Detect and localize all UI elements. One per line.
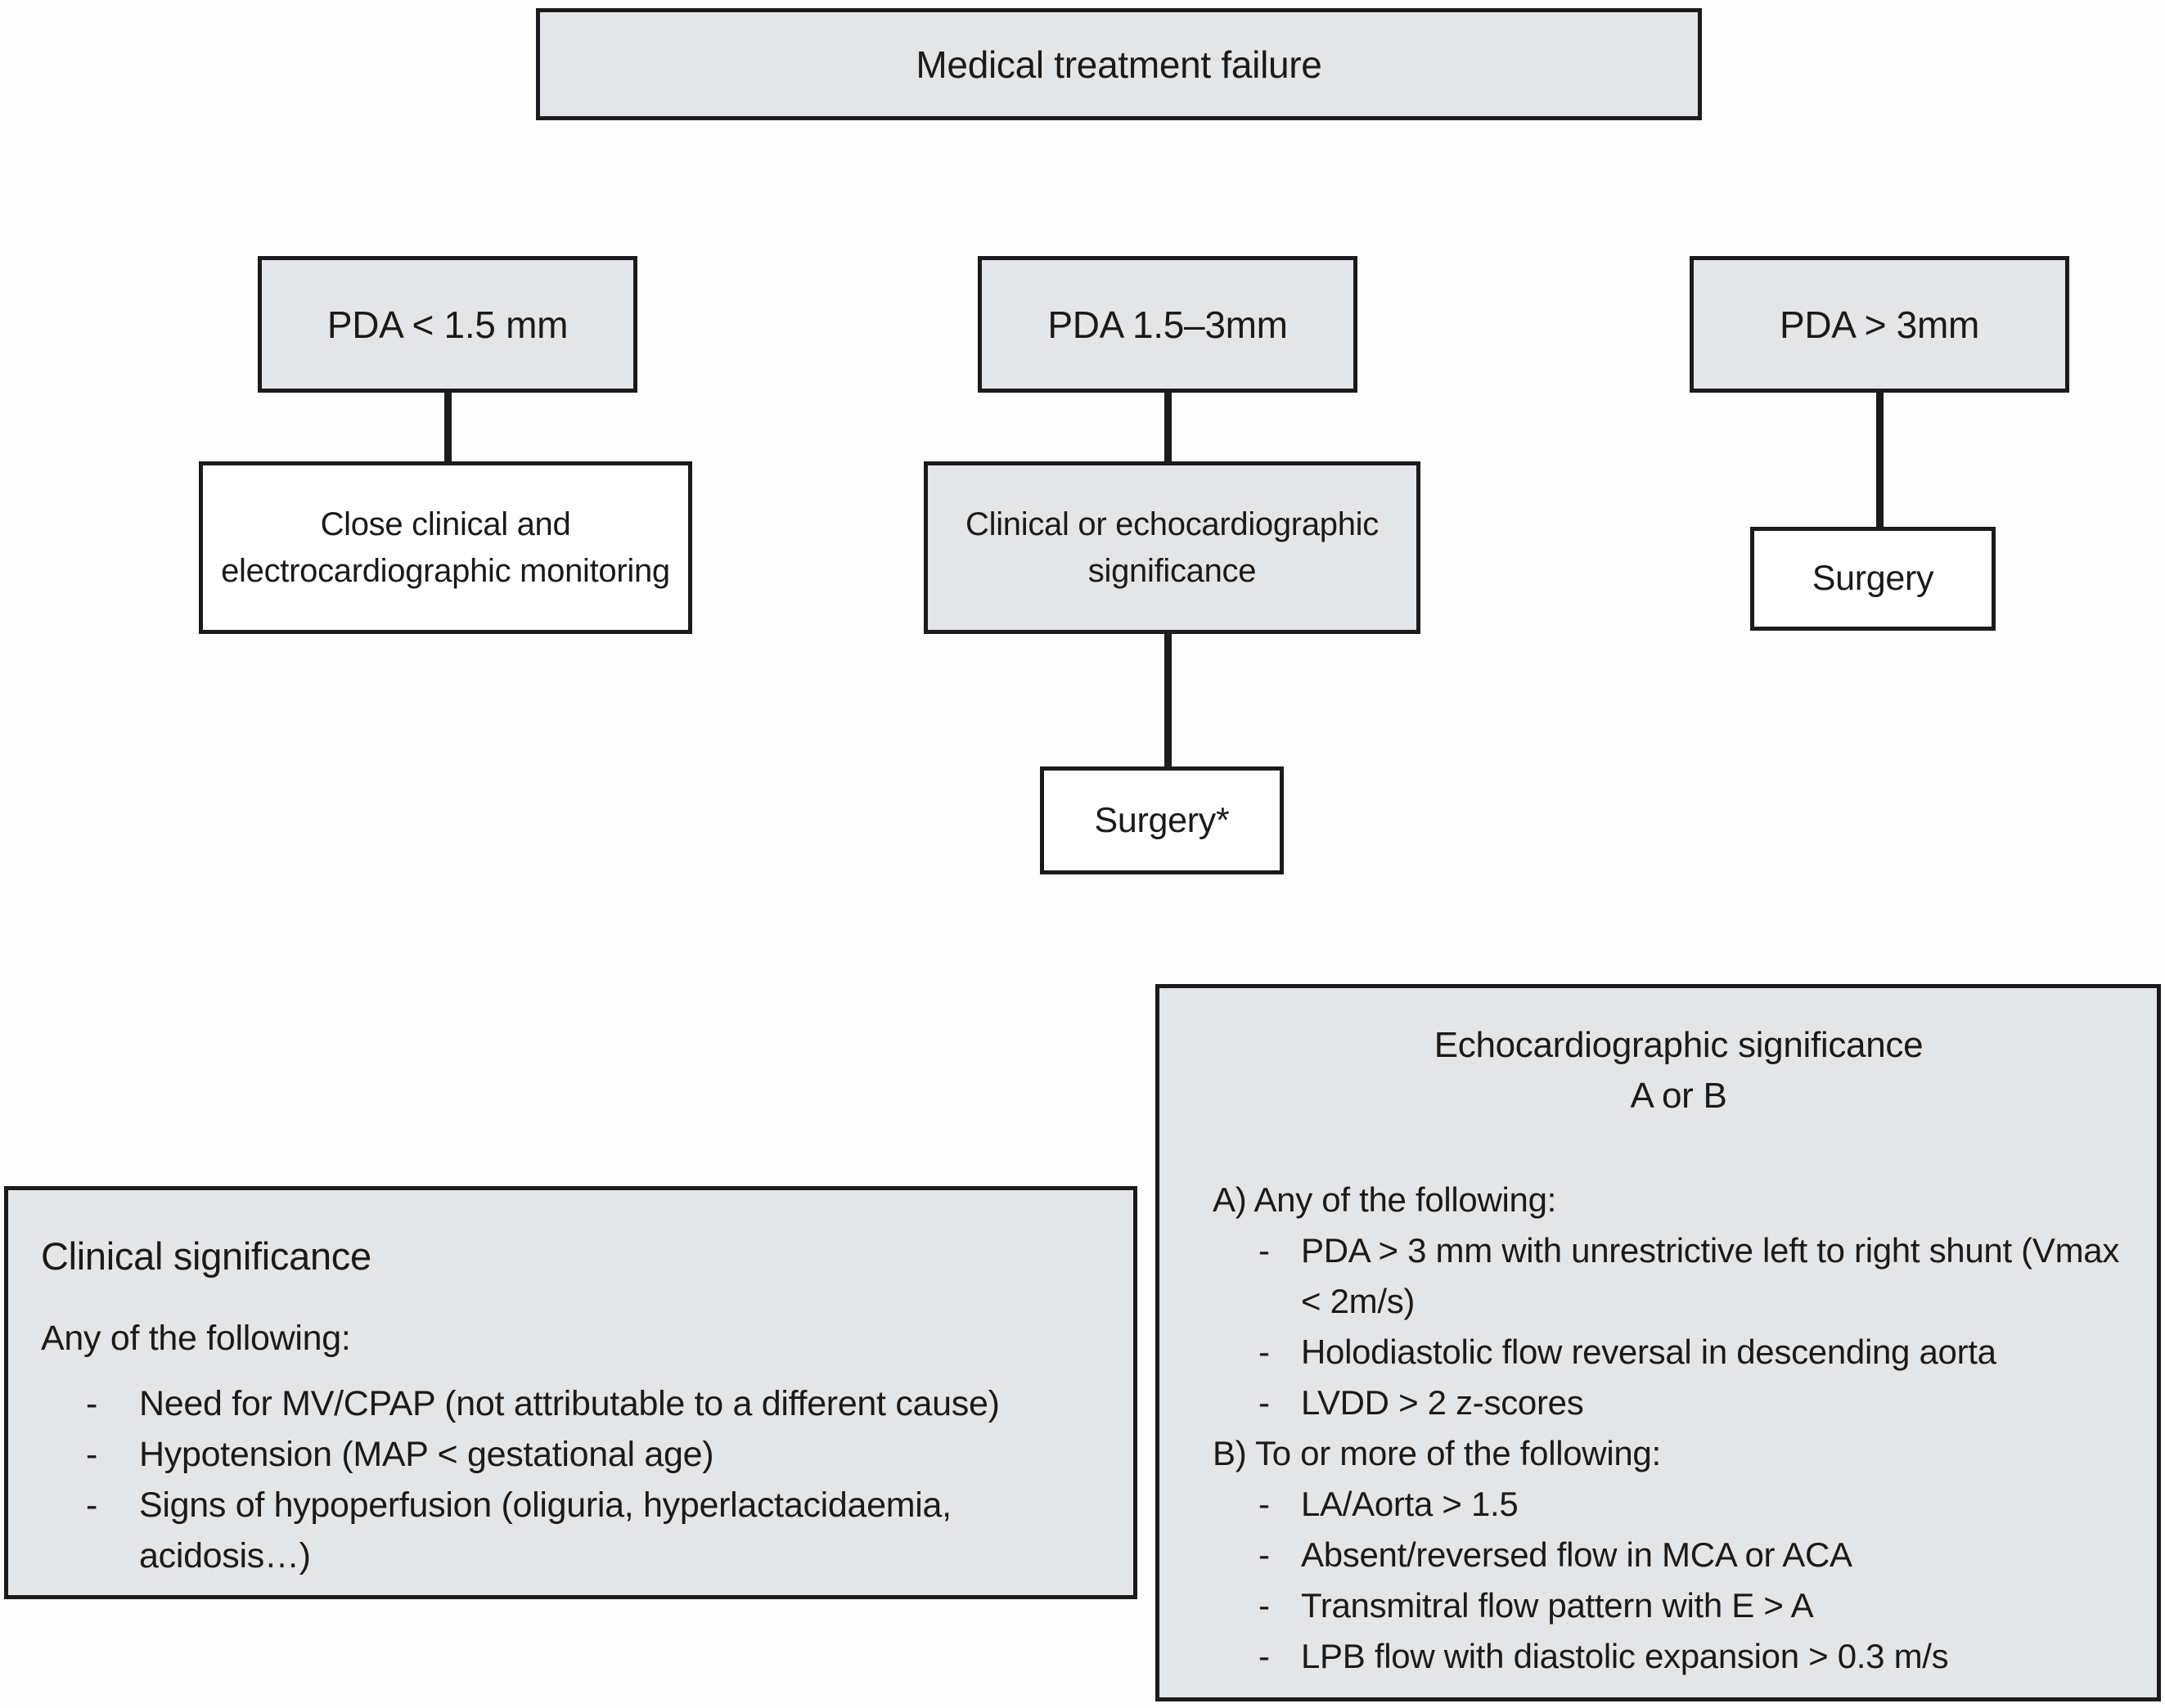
node-pda-greater-3mm: PDA > 3mm <box>1690 256 2069 393</box>
node-label: Close clinical and electrocardiographic … <box>221 506 670 589</box>
bullet-text: PDA > 3 mm with unrestrictive left to ri… <box>1301 1231 2120 1320</box>
section-b-heading: B) To or more of the following: <box>1213 1434 1661 1472</box>
bullet-list: - Need for MV/CPAP (not attributable to … <box>41 1378 1121 1581</box>
bullet-dash: - <box>1258 1231 1270 1270</box>
panel-title: Clinical significance <box>41 1234 371 1278</box>
node-close-monitoring: Close clinical and electrocardiographic … <box>199 461 692 634</box>
node-surgery: Surgery <box>1750 527 1996 631</box>
node-clinical-or-echo-significance: Clinical or echocardiographic significan… <box>924 461 1420 634</box>
node-surgery-star: Surgery* <box>1040 766 1284 874</box>
bullet-item: - Hypotension (MAP < gestational age) <box>41 1429 1121 1480</box>
section-b: B) To or more of the following: - LA/Aor… <box>1213 1428 2145 1682</box>
node-label: PDA < 1.5 mm <box>326 303 569 346</box>
bullet-item: - LPB flow with diastolic expansion > 0.… <box>1213 1631 2145 1682</box>
clinical-significance-panel: Clinical significance Any of the followi… <box>4 1186 1137 1599</box>
node-label: Medical treatment failure <box>916 43 1322 86</box>
bullet-item: - Absent/reversed flow in MCA or ACA <box>1213 1530 2145 1580</box>
bullet-text: Absent/reversed flow in MCA or ACA <box>1301 1535 1852 1574</box>
connector-pda-mid-to-decision <box>1164 390 1172 465</box>
bullet-item: - Transmitral flow pattern with E > A <box>1213 1580 2145 1631</box>
bullet-dash: - <box>1258 1383 1270 1422</box>
bullet-item: - Need for MV/CPAP (not attributable to … <box>41 1378 1121 1429</box>
connector-decision-to-surgery-star <box>1164 630 1172 771</box>
bullet-dash: - <box>86 1435 98 1474</box>
node-label: PDA > 3mm <box>1780 303 1979 346</box>
bullet-dash: - <box>1258 1535 1270 1574</box>
panel-intro: Any of the following: <box>41 1319 351 1358</box>
bullet-dash: - <box>86 1384 98 1423</box>
bullet-text: LPB flow with diastolic expansion > 0.3 … <box>1301 1637 1949 1675</box>
panel-title-line2: A or B <box>1630 1076 1727 1116</box>
node-pda-less-1-5mm: PDA < 1.5 mm <box>258 256 637 393</box>
bullet-text: LVDD > 2 z-scores <box>1301 1383 1584 1422</box>
bullet-dash: - <box>1258 1333 1270 1371</box>
bullet-item: - Holodiastolic flow reversal in descend… <box>1213 1327 2145 1378</box>
bullet-text: LA/Aorta > 1.5 <box>1301 1485 1519 1523</box>
node-label: Surgery <box>1812 559 1934 598</box>
bullet-dash: - <box>1258 1637 1270 1675</box>
echocardiographic-significance-panel: Echocardiographic significance A or B A)… <box>1155 984 2161 1701</box>
bullet-dash: - <box>86 1486 98 1525</box>
panel-title: Echocardiographic significance A or B <box>1213 1020 2145 1121</box>
bullet-item: - PDA > 3 mm with unrestrictive left to … <box>1213 1225 2145 1327</box>
node-label: Clinical or echocardiographic significan… <box>965 506 1379 589</box>
node-label: PDA 1.5–3mm <box>1047 303 1288 346</box>
node-medical-treatment-failure: Medical treatment failure <box>536 8 1702 120</box>
section-a-heading: A) Any of the following: <box>1213 1180 1557 1219</box>
node-pda-1-5-to-3mm: PDA 1.5–3mm <box>978 256 1357 393</box>
bullet-item: - LA/Aorta > 1.5 <box>1213 1479 2145 1530</box>
panel-title-line1: Echocardiographic significance <box>1434 1025 1924 1065</box>
connector-pda-small-to-monitoring <box>444 390 452 465</box>
bullet-dash: - <box>1258 1485 1270 1523</box>
bullet-dash: - <box>1258 1586 1270 1625</box>
bullet-item: - Signs of hypoperfusion (oliguria, hype… <box>41 1480 1121 1581</box>
bullet-text: Signs of hypoperfusion (oliguria, hyperl… <box>139 1486 952 1575</box>
node-label: Surgery* <box>1094 800 1230 840</box>
bullet-text: Hypotension (MAP < gestational age) <box>139 1435 714 1474</box>
bullet-text: Holodiastolic flow reversal in descendin… <box>1301 1333 1996 1371</box>
bullet-item: - LVDD > 2 z-scores <box>1213 1378 2145 1428</box>
bullet-text: Need for MV/CPAP (not attributable to a … <box>139 1384 1000 1423</box>
section-a: A) Any of the following: - PDA > 3 mm wi… <box>1213 1175 2145 1428</box>
bullet-text: Transmitral flow pattern with E > A <box>1301 1586 1814 1625</box>
connector-pda-large-to-surgery <box>1876 390 1884 531</box>
